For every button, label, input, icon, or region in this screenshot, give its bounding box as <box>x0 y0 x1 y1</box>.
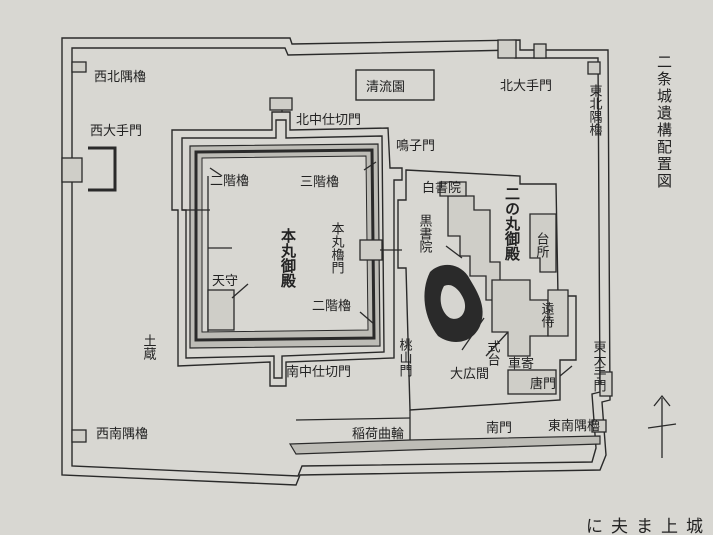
north-gate-pillar <box>533 43 547 59</box>
kurumayose-building <box>507 369 557 395</box>
shikidai-pointer <box>485 331 509 357</box>
label-honmaru-yagura: 本丸櫓門 <box>329 222 345 275</box>
label-dozo: 土蔵 <box>141 334 157 360</box>
label-sankai: 三階櫓 <box>300 175 339 190</box>
label-momoyama: 桃山門 <box>397 338 413 378</box>
label-seinan: 西南隅櫓 <box>96 426 148 442</box>
diagram-title: 二条城遺構配置図 <box>655 54 673 190</box>
pond-island <box>440 284 466 319</box>
inner-moat <box>171 111 403 387</box>
label-higashi-ote: 東大手門 <box>591 339 607 393</box>
nikai-se-pointer <box>359 311 375 325</box>
label-daidokoro: 台所 <box>534 232 550 258</box>
label-tonan: 東南隅櫓 <box>548 418 600 434</box>
label-karamon: 唐門 <box>530 376 556 392</box>
north-gate-box <box>497 39 517 59</box>
seiryuen-box <box>355 69 435 101</box>
honmaru-yagura-gate <box>359 239 383 261</box>
label-meiko: 鳴子門 <box>396 139 435 154</box>
label-tohoku: 東北隅櫓 <box>587 83 603 137</box>
label-seiryuen: 清流園 <box>366 80 405 95</box>
corner-tower-ne <box>587 61 601 75</box>
label-kita-ote: 北大手門 <box>500 79 552 94</box>
label-kita-naka: 北中仕切門 <box>296 113 361 128</box>
bottom-partial-text: に夫ま上城 <box>586 517 711 535</box>
label-minami-mon: 南門 <box>486 420 512 436</box>
label-shikidai: 式台 <box>485 340 501 366</box>
west-gate-box <box>61 157 83 183</box>
label-minami-naka: 南中仕切門 <box>286 364 351 380</box>
label-ohiroma: 大広間 <box>450 367 489 382</box>
label-inari: 稲荷曲輪 <box>352 426 404 442</box>
inari-boundary <box>295 417 411 421</box>
tozamurai-building <box>547 289 569 337</box>
corner-tower-sw <box>71 429 87 443</box>
tenshu-base <box>207 289 235 331</box>
nikai-nw-pointer <box>209 167 223 177</box>
tenshu-pointer <box>231 283 249 299</box>
label-tozamurai: 遠侍 <box>539 302 555 328</box>
south-moat <box>288 435 601 455</box>
shiroshoin-building <box>439 181 467 197</box>
sankai-pointer <box>363 161 377 171</box>
east-gate-box <box>599 371 613 397</box>
label-seihoku: 西北隅櫓 <box>94 70 146 85</box>
label-kuroshoin: 黒書院 <box>417 214 433 253</box>
daidokoro-building <box>529 213 557 273</box>
label-kurumayose: 車寄 <box>508 356 534 372</box>
north-arrow <box>647 394 677 458</box>
kita-naka-gate-box <box>269 97 293 111</box>
corner-tower-nw <box>71 61 87 73</box>
label-honmaru-goten: 本丸御殿 <box>279 227 297 289</box>
ohiroma-pointer <box>461 317 485 351</box>
ninomaru-compound-wall <box>397 169 577 411</box>
west-gate-structure <box>88 146 117 192</box>
label-shiroshoin: 白書院 <box>422 180 461 196</box>
kuroshoin-building <box>447 195 501 301</box>
kuroshoin-pointer <box>445 245 463 259</box>
label-nishi-ote: 西大手門 <box>90 124 142 139</box>
outer-wall <box>61 37 611 486</box>
honmaru-wall <box>194 148 376 342</box>
label-tenshu: 天守 <box>212 274 238 289</box>
label-nikai-nw: 二階櫓 <box>210 174 249 189</box>
ohiroma-building <box>491 279 549 357</box>
label-nikai-se: 二階櫓 <box>312 299 351 314</box>
karamon-pointer <box>559 365 573 377</box>
corner-tower-se <box>591 419 607 433</box>
label-ninomaru-goten: 二の丸御殿 <box>503 186 521 262</box>
